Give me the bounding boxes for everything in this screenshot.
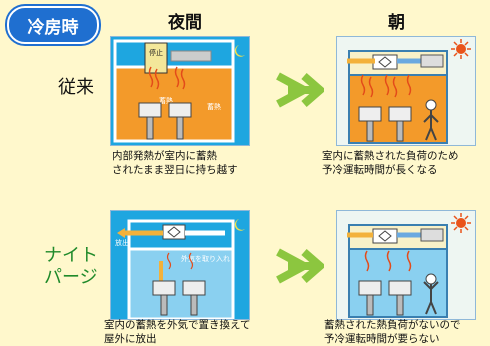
night-purge-label-line2: パージ: [44, 267, 98, 288]
caption-line: 室内に蓄熱された負荷のため: [322, 150, 459, 162]
cooling-mode-badge: 冷房時: [7, 6, 99, 44]
caption-line: 室内の蓄熱を外気で置き換えて: [104, 319, 251, 331]
caption-line: 蓄熱された熱負荷がないので: [324, 319, 461, 331]
caption-line: 屋外に放出: [104, 333, 157, 345]
morning-column-header: 朝: [388, 13, 405, 33]
conventional-row-label: 従来: [58, 77, 94, 98]
night-purge-night-illustration: 放出 外気を取り入れ: [110, 210, 250, 320]
exhaust-label: 放出: [115, 238, 129, 247]
caption-line: 予冷運転時間が長くなる: [322, 164, 438, 176]
night-purge-transition-arrow: [276, 248, 324, 284]
moon-icon: [234, 219, 245, 231]
conventional-morning-caption: 室内に蓄熱された負荷のため 予冷運転時間が長くなる: [322, 149, 459, 177]
conventional-transition-arrow: [276, 72, 324, 108]
heat-storage-label-right: 蓄熱: [207, 102, 221, 111]
outdoor-air-intake-label: 外気を取り入れ: [181, 254, 230, 263]
conventional-night-caption: 内部発熱が室内に蓄熱 されたまま翌日に持ち越す: [112, 149, 238, 177]
night-purge-morning-illustration: [336, 210, 476, 320]
caption-line: 内部発熱が室内に蓄熱: [112, 150, 217, 162]
night-purge-morning-caption: 蓄熱された熱負荷がないので 予冷運転時間が要らない: [324, 318, 461, 346]
stop-sign-label: 停止: [149, 48, 163, 57]
night-purge-night-caption: 室内の蓄熱を外気で置き換えて 屋外に放出: [104, 318, 250, 346]
conventional-night-illustration: 停止 蓄熱 蓄熱: [110, 36, 250, 146]
sun-icon: [451, 39, 471, 59]
caption-line: 予冷運転時間が要らない: [324, 333, 440, 345]
heat-storage-label-left: 蓄熱: [159, 96, 173, 105]
sun-icon: [451, 213, 471, 233]
conventional-morning-illustration: [336, 36, 476, 146]
moon-icon: [234, 45, 245, 57]
caption-line: されたまま翌日に持ち越す: [112, 164, 238, 176]
night-purge-label-line1: ナイト: [44, 245, 98, 266]
night-column-header: 夜間: [168, 13, 202, 33]
